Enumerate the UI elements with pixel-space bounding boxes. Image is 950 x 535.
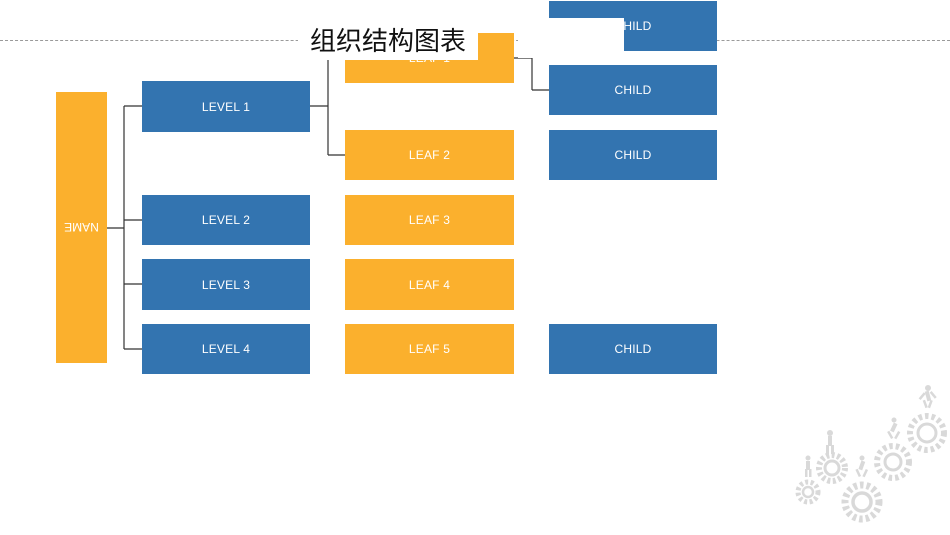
leaf-3-node: LEAF 3 <box>345 195 514 245</box>
level-2-node: LEVEL 2 <box>142 195 310 245</box>
leaf-5-node: LEAF 5 <box>345 324 514 374</box>
level-1-node: LEVEL 1 <box>142 81 310 132</box>
level-3-node: LEVEL 3 <box>142 259 310 310</box>
root-node-label: NAME <box>64 220 99 235</box>
title-backdrop <box>518 18 624 58</box>
child-4-node: CHILD <box>549 324 717 374</box>
child-3-node: CHILD <box>549 130 717 180</box>
leaf-2-node: LEAF 2 <box>345 130 514 180</box>
page-title: 组织结构图表 <box>298 18 478 60</box>
gears-and-runners-icon <box>795 385 947 523</box>
child-2-node: CHILD <box>549 65 717 115</box>
level-4-node: LEVEL 4 <box>142 324 310 374</box>
root-node: NAME <box>56 92 107 363</box>
leaf-4-node: LEAF 4 <box>345 259 514 310</box>
